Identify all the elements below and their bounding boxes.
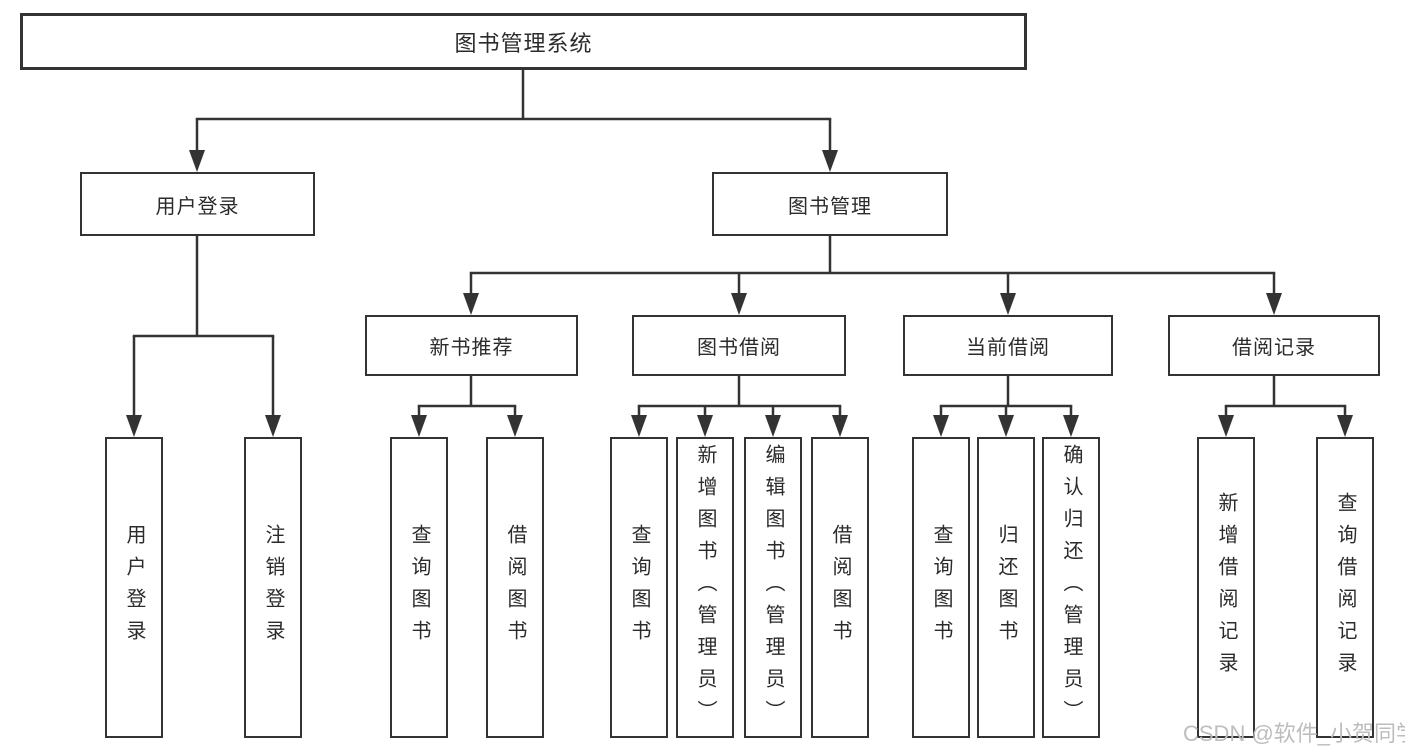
- node-label: 借阅图书: [829, 523, 851, 652]
- node-label: 查询借阅记录: [1334, 491, 1356, 684]
- node-label: 新书推荐: [429, 337, 514, 359]
- leaf-query-books-recommend: 查询图书: [390, 437, 448, 738]
- leaf-logout-login: 注销登录: [244, 437, 302, 738]
- node-label: 用户登录: [155, 195, 240, 218]
- leaf-user-login: 用户登录: [105, 437, 163, 738]
- leaf-query-borrow-record: 查询借阅记录: [1316, 437, 1374, 738]
- node-new-book-recommend: 新书推荐: [365, 315, 578, 376]
- node-label: 归还图书: [995, 523, 1017, 652]
- node-user-login: 用户登录: [80, 172, 315, 236]
- leaf-query-books-borrowing: 查询图书: [610, 437, 668, 738]
- node-label: 查询图书: [628, 523, 650, 652]
- leaf-edit-books-admin: 编辑图书（管理员）: [744, 437, 802, 738]
- node-current-borrowing: 当前借阅: [903, 315, 1113, 376]
- node-book-borrowing: 图书借阅: [632, 315, 846, 376]
- leaf-add-borrow-record: 新增借阅记录: [1197, 437, 1255, 738]
- leaf-query-books-current: 查询图书: [912, 437, 970, 738]
- node-library-management-system: 图书管理系统: [20, 13, 1027, 70]
- node-label: 借阅图书: [504, 523, 526, 652]
- node-label: 用户登录: [123, 523, 145, 652]
- node-label: 借阅记录: [1232, 337, 1316, 359]
- node-label: 新增借阅记录: [1215, 491, 1237, 684]
- node-label: 当前借阅: [966, 337, 1050, 359]
- node-label: 新增图书（管理员）: [694, 443, 716, 732]
- node-borrowing-records: 借阅记录: [1168, 315, 1380, 376]
- leaf-add-books-admin: 新增图书（管理员）: [676, 437, 734, 738]
- node-book-management: 图书管理: [712, 172, 948, 236]
- node-label: 查询图书: [930, 523, 952, 652]
- node-label: 图书管理系统: [454, 30, 593, 56]
- leaf-borrow-books-recommend: 借阅图书: [486, 437, 544, 738]
- leaf-borrow-books-borrowing: 借阅图书: [811, 437, 869, 738]
- node-label: 注销登录: [262, 523, 284, 652]
- node-label: 编辑图书（管理员）: [762, 443, 784, 732]
- leaf-confirm-return-admin: 确认归还（管理员）: [1042, 437, 1100, 738]
- node-label: 查询图书: [408, 523, 430, 652]
- node-label: 图书借阅: [697, 337, 781, 359]
- watermark-text: CSDN @软件_小贺同学: [1183, 721, 1405, 746]
- leaf-return-books: 归还图书: [977, 437, 1035, 738]
- node-label: 图书管理: [788, 195, 872, 218]
- node-label: 确认归还（管理员）: [1060, 443, 1082, 732]
